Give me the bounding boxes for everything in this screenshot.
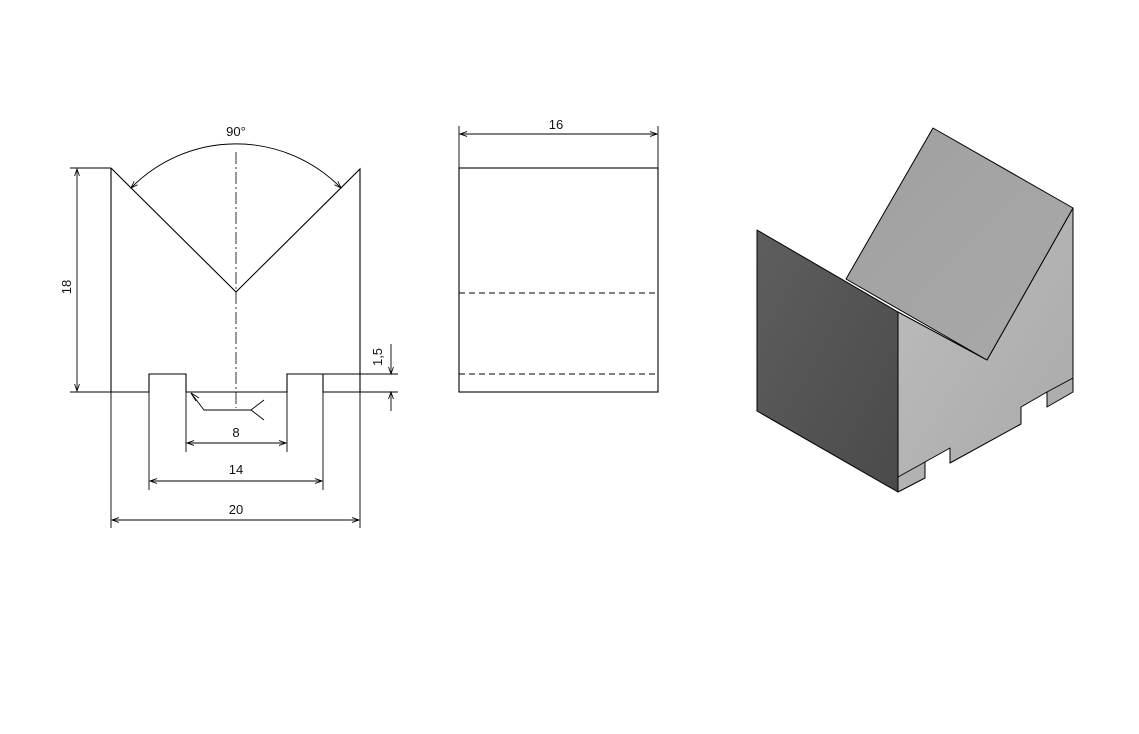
side-view: 16 [458, 117, 659, 393]
dim-groove-inner-text: 8 [232, 425, 239, 440]
front-view-outline [110, 167, 361, 393]
front-view: 90° 18 1,5 8 14 20 [59, 124, 398, 528]
dim-width-text: 20 [229, 502, 243, 517]
dim-length-text: 16 [549, 117, 563, 132]
groove-leader-arrowhead [190, 392, 200, 402]
groove-symbol [250, 399, 265, 421]
iso-step-edge-2 [897, 461, 926, 478]
iso-right-side-face [897, 207, 1074, 493]
dim-angle-text: 90° [226, 124, 246, 139]
groove-leader [190, 392, 251, 411]
iso-step-edge-1 [1046, 377, 1074, 393]
dim-groove-outer-text: 14 [229, 462, 243, 477]
isometric-view [756, 127, 1074, 493]
dim-height-text: 18 [59, 280, 74, 294]
side-view-outline [458, 167, 659, 393]
iso-v-slope-face [845, 127, 1074, 361]
dim-angle-arc [131, 143, 341, 188]
dim-groove-depth-text: 1,5 [370, 348, 385, 366]
